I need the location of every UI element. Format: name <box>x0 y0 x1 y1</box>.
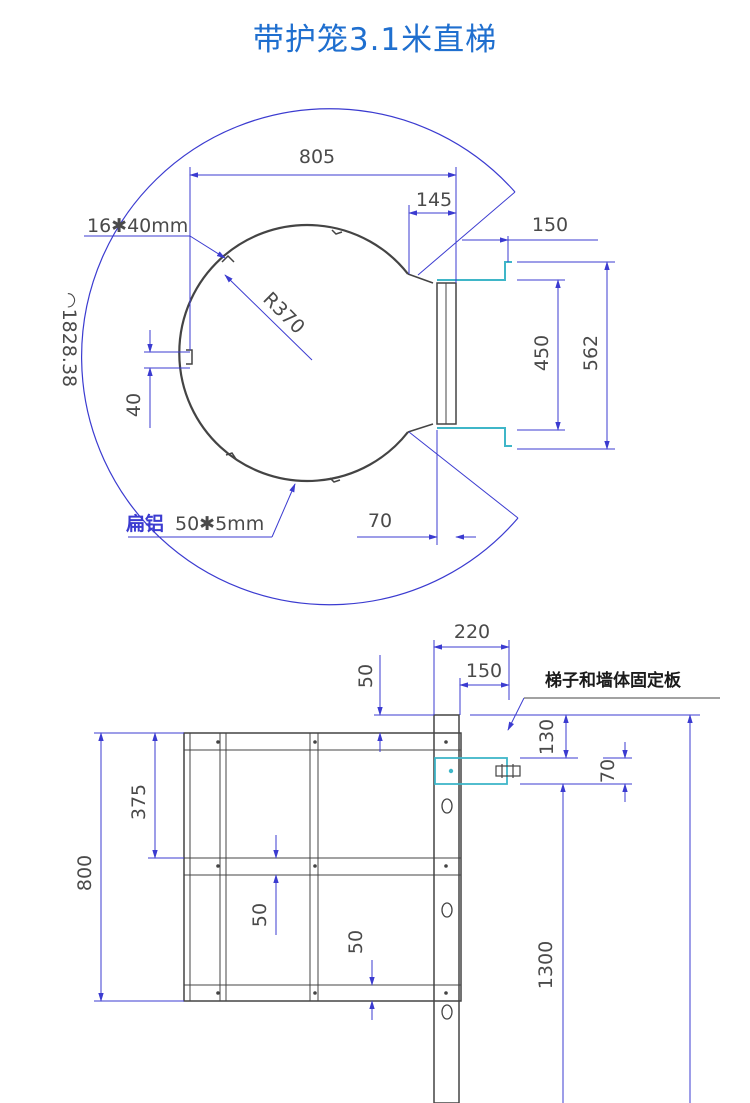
dim-50-top: 50 <box>355 664 377 688</box>
page-title: 带护笼3.1米直梯 <box>252 22 498 58</box>
cage-hoop <box>178 223 409 483</box>
wall-plate <box>434 757 508 785</box>
dim-radius: R370 <box>258 288 309 339</box>
bolt <box>495 765 521 777</box>
dim-805: 805 <box>299 146 335 168</box>
dim-40: 40 <box>123 393 145 417</box>
dim-800: 800 <box>74 855 96 891</box>
dim-70-plan: 70 <box>368 510 392 532</box>
bracket-bottom <box>437 427 512 447</box>
dim-150-plan: 150 <box>532 214 568 236</box>
bracket-top <box>437 261 512 281</box>
material-size: 50✱5mm <box>175 513 264 535</box>
outer-circle <box>81 108 519 606</box>
note-hole-size: 16✱40mm <box>87 215 188 237</box>
material-label: 扁铝 <box>126 512 164 535</box>
dim-arc-length: ◠1828.38 <box>58 292 80 387</box>
dim-70-side: 70 <box>597 759 619 783</box>
dim-220: 220 <box>454 621 490 643</box>
plan-view: 805 145 150 16✱40mm R370 ◠1828.38 40 450 <box>58 108 615 606</box>
dim-130: 130 <box>536 719 558 755</box>
dim-562: 562 <box>580 335 602 371</box>
dim-375: 375 <box>128 784 150 820</box>
dim-145: 145 <box>416 189 452 211</box>
ladder-post <box>433 714 460 1103</box>
dim-50-mid: 50 <box>249 903 271 927</box>
wall-plate-label: 梯子和墙体固定板 <box>545 670 682 691</box>
side-view: 220 150 50 梯子和墙体固定板 130 70 375 <box>74 621 720 1103</box>
cage-frame <box>183 732 462 1002</box>
dim-150-side: 150 <box>466 660 502 682</box>
dim-1300: 1300 <box>535 941 557 989</box>
dim-50-low: 50 <box>345 930 367 954</box>
dim-450: 450 <box>531 335 553 371</box>
